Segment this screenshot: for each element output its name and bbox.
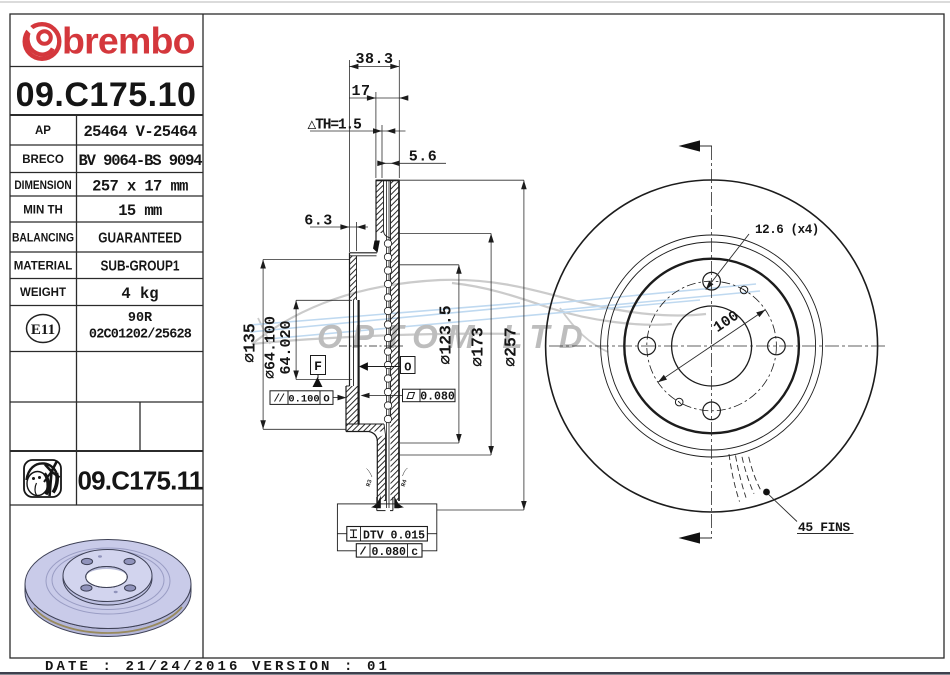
svg-text:64.020: 64.020 (278, 320, 295, 374)
svg-text:17: 17 (351, 83, 370, 100)
svg-text:WEIGHT: WEIGHT (20, 287, 66, 299)
svg-text:15 mm: 15 mm (118, 202, 162, 220)
svg-text:⌀64.100: ⌀64.100 (263, 316, 280, 379)
svg-text:R4: R4 (400, 478, 409, 487)
svg-text:E11: E11 (31, 322, 55, 338)
svg-text:brembo: brembo (62, 20, 195, 62)
svg-text:5.6: 5.6 (409, 149, 438, 166)
svg-text:BRECO: BRECO (22, 154, 64, 166)
svg-text:△TH=1.5: △TH=1.5 (308, 118, 362, 134)
svg-text:O: O (404, 361, 411, 375)
svg-text:BV 9064-BS 9094: BV 9064-BS 9094 (78, 152, 202, 170)
svg-text:⌀173: ⌀173 (469, 327, 488, 367)
svg-text:MIN TH: MIN TH (23, 205, 63, 217)
svg-text:BALANCING: BALANCING (12, 232, 74, 245)
svg-text:09.C175.11: 09.C175.11 (77, 466, 202, 496)
svg-text:⌀123.5: ⌀123.5 (437, 305, 456, 365)
svg-text:0.100: 0.100 (288, 394, 319, 406)
svg-text:90R: 90R (128, 311, 153, 326)
svg-text:257 x 17 mm: 257 x 17 mm (92, 178, 188, 196)
svg-text:4 kg: 4 kg (121, 285, 158, 303)
svg-text:0.080: 0.080 (371, 546, 406, 559)
svg-text:OPTOM LTD: OPTOM LTD (317, 318, 592, 355)
svg-text:DATE : 21/24/2016 VERSION : 01: DATE : 21/24/2016 VERSION : 01 (45, 659, 390, 675)
svg-text:12.6 (x4): 12.6 (x4) (755, 223, 819, 237)
svg-text:AP: AP (35, 125, 51, 137)
svg-text:R3: R3 (365, 478, 374, 487)
svg-text:F: F (314, 359, 322, 374)
svg-text:25464 V-25464: 25464 V-25464 (83, 123, 196, 141)
svg-text:09.C175.10: 09.C175.10 (16, 76, 197, 114)
svg-text:O: O (323, 394, 329, 406)
svg-text:SUB-GROUP1: SUB-GROUP1 (101, 257, 180, 274)
svg-text:⌀257: ⌀257 (501, 327, 520, 367)
svg-text:0.080: 0.080 (420, 391, 455, 404)
svg-text:DTV 0.015: DTV 0.015 (363, 529, 425, 542)
svg-text:MATERIAL: MATERIAL (14, 261, 73, 273)
svg-text:02C01202/25628: 02C01202/25628 (89, 328, 192, 343)
svg-text:38.3: 38.3 (355, 51, 393, 68)
svg-text:⌀135: ⌀135 (241, 323, 260, 363)
svg-text:C: C (411, 547, 418, 559)
svg-text:GUARANTEED: GUARANTEED (98, 229, 182, 246)
svg-text:6.3: 6.3 (304, 213, 333, 230)
svg-text:45 FINS: 45 FINS (798, 520, 850, 535)
svg-text:DIMENSION: DIMENSION (14, 179, 71, 192)
